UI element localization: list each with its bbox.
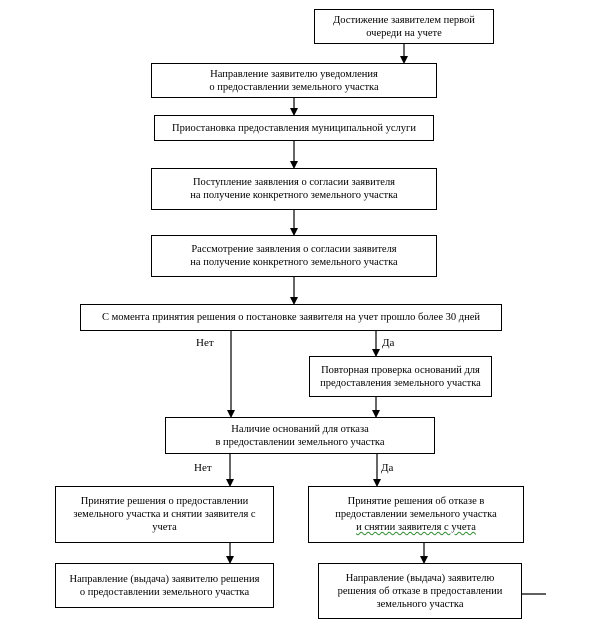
label-yes-1: Да [382, 337, 395, 349]
box-grant-delivery: Направление (выдача) заявителю решения о… [55, 563, 274, 608]
box-grant-decision-line-3: учета [152, 522, 177, 533]
box-refusal-delivery-line-3: земельного участка [376, 598, 464, 610]
box-consent-review: Рассмотрение заявления о согласии заявит… [151, 235, 437, 277]
box-notify-line-1: Направление заявителю уведомления [210, 68, 378, 80]
label-yes-2: Да [381, 462, 394, 474]
box-refusal-decision-line-3: и снятии заявителя с учета [356, 522, 476, 533]
label-no-1: Нет [196, 337, 214, 349]
box-consent-received-line-1: Поступление заявления о согласии заявите… [192, 177, 396, 188]
box-grant-decision-line-2: земельного участка и снятии заявителя с [73, 509, 256, 520]
box-over-30-days-line-1: С момента принятия решения о постановке … [102, 312, 480, 323]
box-refusal-grounds-line-1: Наличие оснований для отказа [231, 423, 369, 435]
box-recheck: Повторная проверка оснований для предост… [309, 356, 492, 397]
box-grant-delivery-line-2: о предоставлении земельного участка [79, 586, 250, 598]
box-refusal-decision-line-1: Принятие решения об отказе в [347, 496, 485, 507]
box-suspend: Приостановка предоставления муниципально… [154, 115, 434, 141]
box-consent-received: Поступление заявления о согласии заявите… [151, 168, 437, 210]
box-grant-decision-line-1: Принятие решения о предоставлении [80, 496, 249, 507]
box-refusal-grounds-line-2: в предоставлении земельного участка [215, 436, 385, 448]
box-first-queue-line-2: очереди на учете [366, 27, 442, 39]
box-notify: Направление заявителю уведомления о пред… [151, 63, 437, 98]
box-refusal-decision-line-2: предоставлении земельного участка [335, 509, 497, 520]
box-refusal-decision: Принятие решения об отказе в предоставле… [308, 486, 524, 543]
box-refusal-delivery-line-2: решения об отказе в предоставлении [337, 585, 503, 597]
box-first-queue-line-1: Достижение заявителем первой [333, 14, 475, 26]
box-over-30-days: С момента принятия решения о постановке … [80, 304, 502, 331]
box-consent-review-line-2: на получение конкретного земельного учас… [190, 257, 398, 268]
box-refusal-delivery-line-1: Направление (выдача) заявителю [345, 572, 495, 584]
box-refusal-grounds: Наличие оснований для отказа в предостав… [165, 417, 435, 454]
box-consent-received-line-2: на получение конкретного земельного учас… [190, 190, 398, 201]
box-consent-review-line-1: Рассмотрение заявления о согласии заявит… [191, 244, 397, 255]
box-first-queue: Достижение заявителем первой очереди на … [314, 9, 494, 44]
box-refusal-delivery: Направление (выдача) заявителю решения о… [318, 563, 522, 619]
box-recheck-line-1: Повторная проверка оснований для [321, 364, 480, 376]
box-grant-decision: Принятие решения о предоставлении земель… [55, 486, 274, 543]
label-no-2: Нет [194, 462, 212, 474]
box-grant-delivery-line-1: Направление (выдача) заявителю решения [69, 573, 260, 585]
box-suspend-line-1: Приостановка предоставления муниципально… [172, 122, 416, 134]
box-notify-line-2: о предоставлении земельного участка [209, 81, 379, 93]
box-recheck-line-2: предоставления земельного участка [320, 377, 481, 389]
